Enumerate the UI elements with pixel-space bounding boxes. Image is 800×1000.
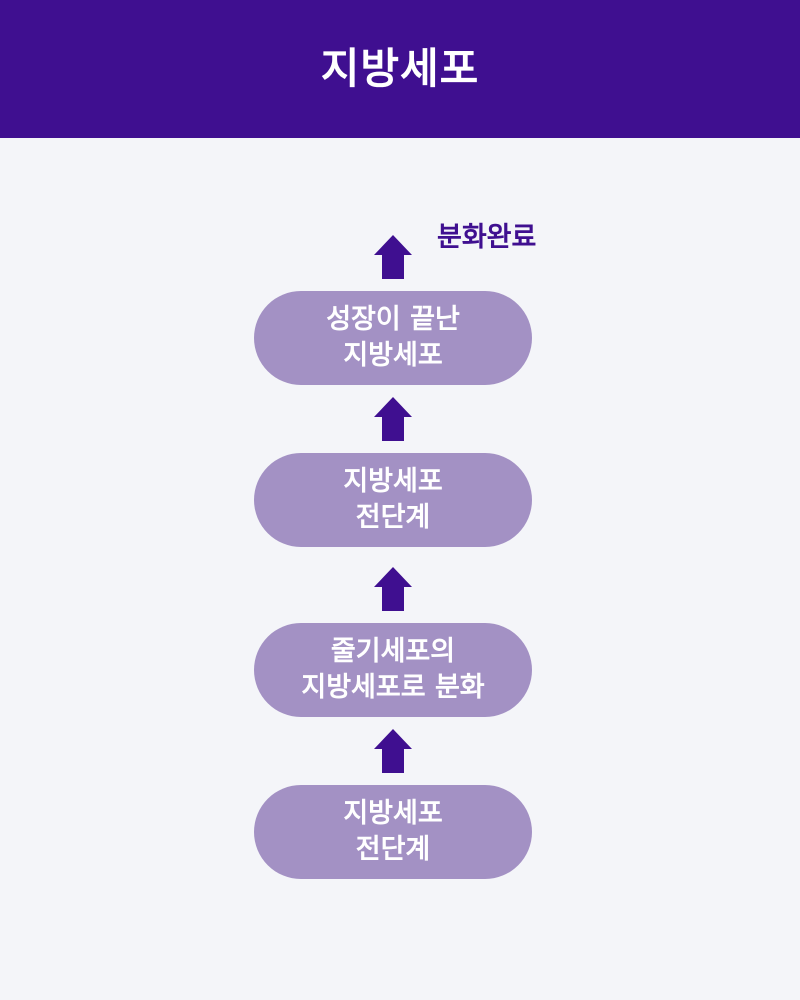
stage-mature-fat-cell: 성장이 끝난 지방세포 — [254, 291, 532, 385]
stage-stem-cell-differentiation: 줄기세포의 지방세포로 분화 — [254, 623, 532, 717]
stage-label-line1: 지방세포 — [343, 798, 443, 829]
stage-preadipocyte-initial: 지방세포 전단계 — [254, 785, 532, 879]
stage-label-line2: 전단계 — [355, 502, 431, 533]
page-header: 지방세포 — [0, 0, 800, 138]
stage-preadipocyte: 지방세포 전단계 — [254, 453, 532, 547]
arrow-up-icon — [374, 235, 412, 279]
final-stage-label: 분화완료 — [437, 222, 537, 253]
stage-label-line1: 성장이 끝난 — [326, 304, 460, 335]
stage-label-line1: 지방세포 — [343, 466, 443, 497]
page-title: 지방세포 — [320, 44, 480, 93]
stage-label-line2: 지방세포 — [343, 340, 443, 371]
stage-label-line2: 전단계 — [355, 834, 431, 865]
arrow-up-icon — [374, 567, 412, 611]
arrow-up-icon — [374, 729, 412, 773]
arrow-up-icon — [374, 397, 412, 441]
stage-label-line1: 줄기세포의 — [330, 636, 456, 667]
stage-label-line2: 지방세포로 분화 — [301, 672, 485, 703]
